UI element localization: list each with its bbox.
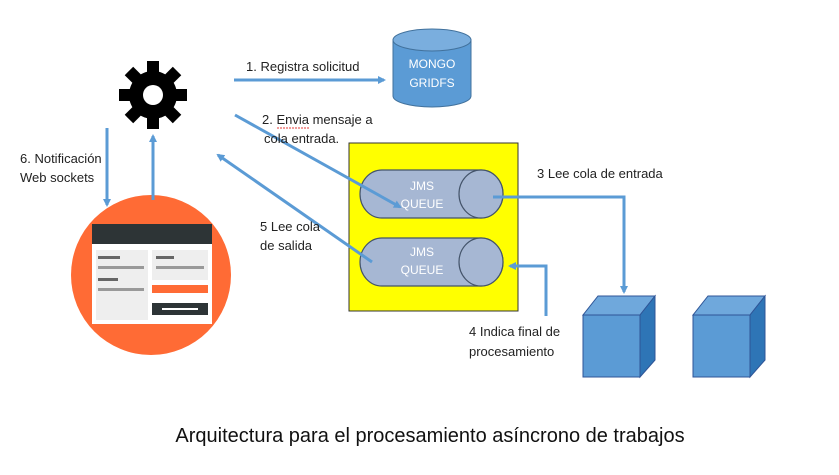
arrow-send-to-input-queue — [234, 113, 402, 209]
step-6-label-line1: 6. Notificación — [20, 151, 102, 166]
step-2-label-line1: 2. Envia mensaje a — [262, 112, 373, 127]
cube-icon — [691, 294, 767, 379]
step-2-label-line2: cola entrada. — [264, 131, 339, 146]
step-4-label-line1: 4 Indica final de — [469, 324, 560, 339]
step-1-label: 1. Registra solicitud — [246, 59, 359, 74]
arrow-read-input-queue — [493, 195, 628, 294]
output-queue-label-line1: JMS — [410, 245, 434, 259]
database-icon — [392, 28, 472, 108]
step-4-label-line2: procesamiento — [469, 344, 554, 359]
input-queue-label-line1: JMS — [410, 179, 434, 193]
step-6-label-line2: Web sockets — [20, 170, 95, 185]
mongo-label-line2: GRIDFS — [409, 76, 454, 90]
input-queue-label-line2: QUEUE — [401, 197, 444, 211]
arrow-processing-finished — [508, 262, 548, 316]
diagram-title: Arquitectura para el procesamiento asínc… — [175, 425, 684, 447]
step-5-label-line2: de salida — [260, 238, 313, 253]
output-queue — [359, 237, 504, 287]
web-form-icon — [71, 195, 231, 355]
arrow-read-output-queue — [216, 153, 373, 264]
mongo-label-line1: MONGO — [409, 57, 456, 71]
gear-icon — [119, 61, 187, 129]
step-5-label-line1: 5 Lee cola — [260, 219, 321, 234]
cube-icon — [581, 294, 657, 379]
output-queue-label-line2: QUEUE — [401, 263, 444, 277]
step-3-label: 3 Lee cola de entrada — [537, 166, 664, 181]
